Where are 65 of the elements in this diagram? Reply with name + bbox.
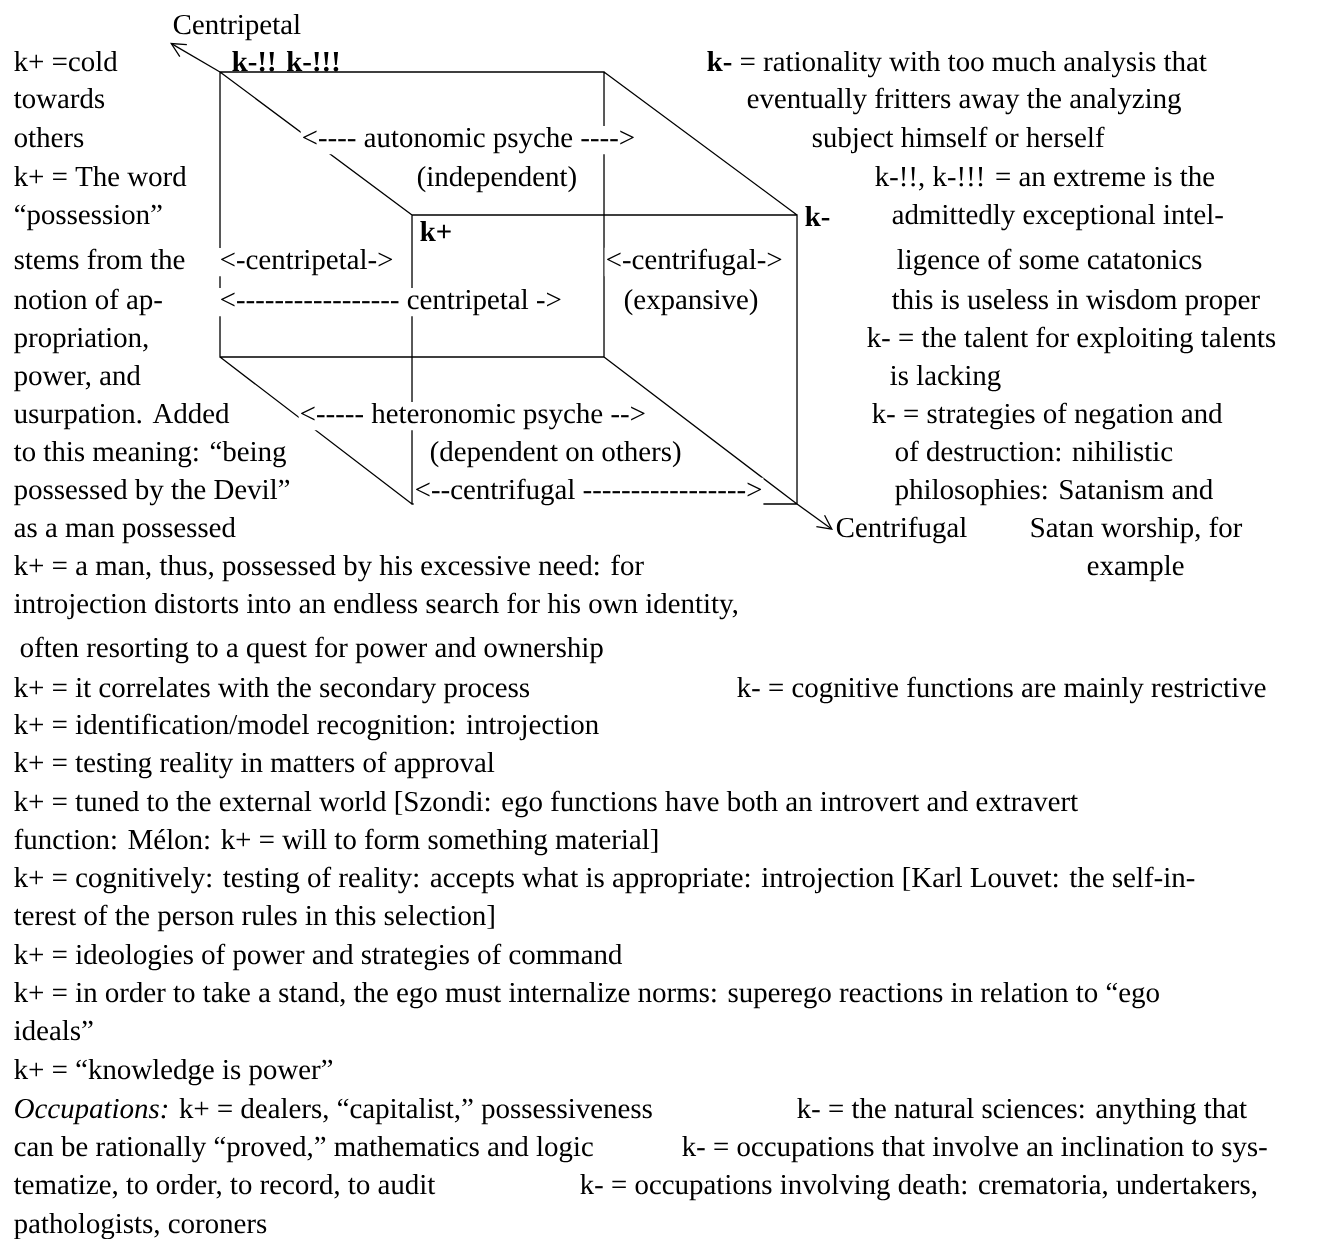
note-text: this is useless in wisdom proper [891,288,1260,316]
note-text: function: Mélon: k+ = will to form something material] [14,828,658,856]
note-text: k- = rationality with too much analysis that [707,50,1207,78]
note-text: k+ =cold [14,50,118,72]
direction-label: Centrifugal [836,516,967,544]
note-text: can be rationally “proved,” mathematics and logic [14,1135,593,1163]
note-text: k+ = cognitively: testing of reality: accepts what is appropriate: introjection [Karl Louvet: the self-in- [14,866,1195,894]
cube-label: <----- heteronomic psyche --> [298,401,647,431]
note-text: k- = cognitive functions are mainly restrictive [737,676,1266,704]
arrow [796,503,833,530]
note-text: k- = occupations that involve an inclination to sys- [682,1135,1267,1163]
note-text: k+ = it correlates with the secondary process [14,676,530,704]
note-text: notion of ap- [14,288,162,316]
note-text: terest of the person rules in this selection] [13,904,494,932]
note-text: k- = strategies of negation and [872,402,1223,430]
direction-label: Centripetal [173,13,301,41]
cube-label: <-centrifugal-> [604,247,784,277]
note-text: admittedly exceptional intel- [892,203,1223,231]
corner-label: k- [805,205,830,226]
note-text: Satan worship, for [1031,516,1243,544]
corner-label: k+ [420,220,451,241]
note-text: k+ = a man, thus, possessed by his excessive need: for [14,554,644,582]
note-text: k-!!, k-!!! = an extreme is the [875,165,1215,191]
note-text: k+ = testing reality in matters of approval [14,751,495,779]
note-text: philosophies: Satanism and [895,478,1213,506]
note-text: Occupations: k+ = dealers, “capitalist,” possessiveness [15,1097,652,1125]
note-text: of destruction: nihilistic [895,440,1173,462]
note-text: k+ = ideologies of power and strategies of command [14,943,623,971]
cube-label: <--centrifugal -----------------> [413,477,764,507]
cube-label: <----------------- centripetal -> [218,287,563,317]
note-text: often resorting to a quest for power and ownership [20,636,603,664]
note-text: introjection distorts into an endless search for his own identity, [14,592,738,620]
note-text: k+ = in order to take a stand, the ego must internalize norms: superego reactions in relation to “ego [14,981,1159,1009]
note-text: k+ = identification/model recognition: introjection [14,713,599,741]
cube-label: (independent) [415,164,579,194]
note-text: eventually fritters away the analyzing [747,87,1181,115]
note-text: k- = the talent for exploiting talents [867,326,1276,354]
note-text: pathologists, coroners [14,1212,267,1239]
corner-label: k-!! k-!!! [232,50,339,72]
note-text: ideals” [14,1019,93,1041]
note-text: “possession” [15,204,162,231]
note-text: k- = the natural sciences: anything that [797,1097,1247,1125]
note-text: example [1087,554,1184,582]
cube-label: (dependent on others) [428,439,683,469]
note-text: is lacking [890,364,1001,392]
note-text: k- = occupations involving death: crematoria, undertakers, [580,1173,1257,1201]
note-text: to this meaning: “being [13,440,286,468]
note-text: others [14,126,84,148]
note-text: k+ = The word [14,165,187,187]
note-text: as a man possessed [14,516,236,544]
note-text: power, and [14,364,141,392]
note-text: propriation, [14,327,148,354]
cube-label: <---- autonomic psyche ----> [300,125,637,155]
cube-label: (expansive) [622,287,760,317]
note-text: possessed by the Devil” [14,478,290,506]
note-text: towards [13,87,105,109]
note-text: k+ = “knowledge is power” [14,1058,333,1086]
cube-label: <-centripetal-> [218,247,395,277]
note-text: subject himself or herself [812,126,1105,154]
note-text: stems from the [14,248,185,270]
note-text: ligence of some catatonics [897,248,1202,276]
arrow [170,42,221,73]
note-text: k+ = tuned to the external world [Szondi: ego functions have both an introvert and extravert [14,790,1078,818]
note-text: tematize, to order, to record, to audit [13,1173,436,1199]
note-text: usurpation. Added [14,402,230,430]
